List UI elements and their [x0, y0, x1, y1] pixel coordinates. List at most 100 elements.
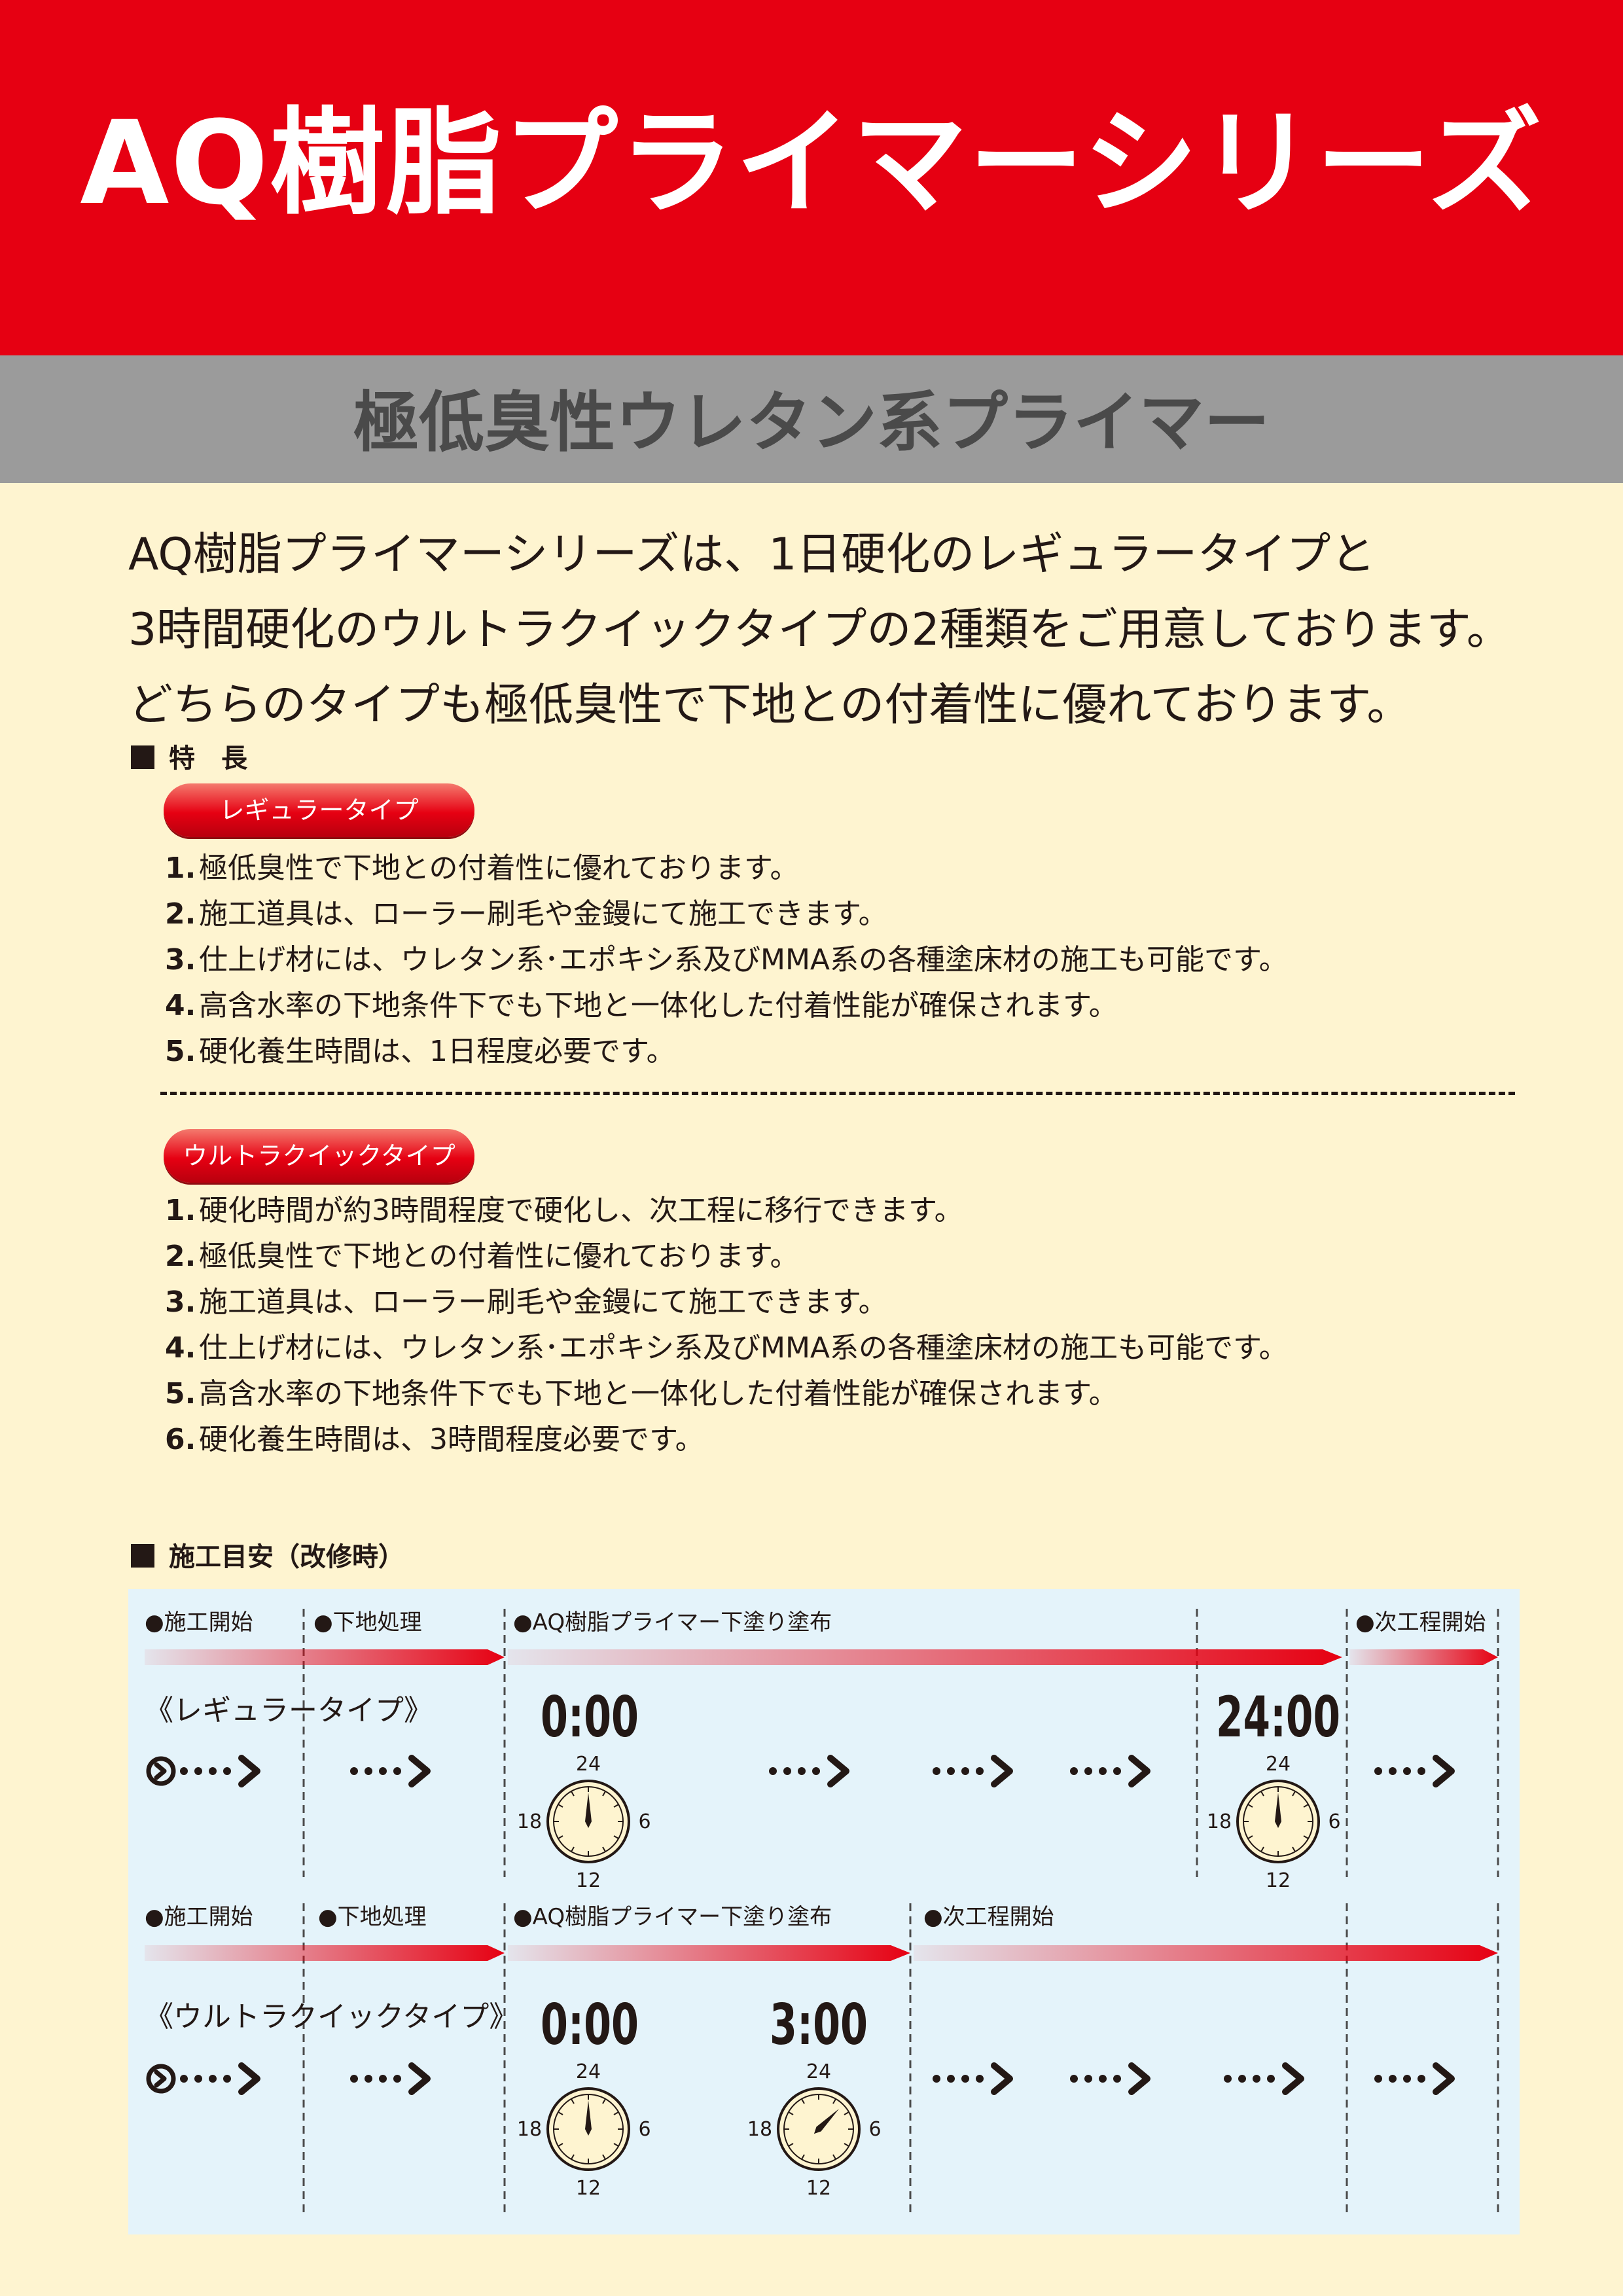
square-bullet-icon [131, 1544, 154, 1568]
item-number: 1. [165, 852, 196, 885]
stage-arrow-bar [508, 1649, 1342, 1665]
clock-label: 18 [747, 2118, 772, 2141]
dotted-arrow-icon [1070, 1758, 1147, 1784]
clock-icon: 24 6 12 18 [517, 2060, 651, 2200]
list-item: 4.高含水率の下地条件下でも下地と一体化した付着性能が確保されます。 [165, 983, 1288, 1029]
dotted-arrow-icon [933, 2066, 1010, 2092]
schedule-heading: 施工目安（改修時） [131, 1535, 404, 1573]
item-text: 硬化養生時間は、3時間程度必要です。 [199, 1423, 704, 1456]
features-heading-text: 特 長 [169, 744, 247, 774]
list-item: 3.仕上げ材には、ウレタン系･エポキシ系及びMMA系の各種塗床材の施工も可能です… [165, 937, 1288, 983]
stage-arrow-bar [508, 1945, 910, 1961]
list-item: 2.極低臭性で下地との付着性に優れております。 [165, 1234, 1288, 1280]
stage-arrow-bar [145, 1649, 505, 1665]
start-arrow-icon [149, 2066, 173, 2091]
item-number: 6. [165, 1423, 196, 1456]
dotted-arrow-icon [1224, 2066, 1301, 2092]
ultra-type-label: 《ウルトラクイックタイプ》 [145, 2000, 518, 2034]
regular-type-label: 《レギュラータイプ》 [145, 1694, 433, 1727]
list-item: 1.硬化時間が約3時間程度で硬化し、次工程に移行できます。 [165, 1188, 1288, 1234]
clock-icon: 24 6 12 18 [517, 1753, 651, 1892]
start-arrow-icon [149, 1759, 173, 1784]
schedule-heading-text: 施工目安（改修時） [169, 1542, 404, 1572]
item-number: 2. [165, 1240, 196, 1273]
title-banner: AQ樹脂プライマーシリーズ [0, 0, 1623, 355]
stage-start-label: ●施工開始 [145, 1609, 253, 1636]
stage-base-label: ●下地処理 [313, 1609, 422, 1636]
ultra-features-list: 1.硬化時間が約3時間程度で硬化し、次工程に移行できます。 2.極低臭性で下地と… [165, 1188, 1288, 1463]
item-number: 4. [165, 1331, 196, 1365]
stage-next-label: ●次工程開始 [1355, 1609, 1486, 1636]
clock-label: 12 [1266, 1869, 1291, 1892]
dotted-arrow-icon [1070, 2066, 1147, 2092]
list-item: 1.極低臭性で下地との付着性に優れております。 [165, 846, 1288, 891]
subtitle-banner: 極低臭性ウレタン系プライマー [0, 355, 1623, 483]
dotted-arrow-icon [1374, 2066, 1452, 2092]
list-item: 6.硬化養生時間は、3時間程度必要です。 [165, 1417, 1288, 1463]
list-item: 3.施工道具は、ローラー刷毛や金鏝にて施工できます。 [165, 1280, 1288, 1325]
clock-label: 24 [1266, 1753, 1291, 1776]
item-text: 極低臭性で下地との付着性に優れております。 [199, 852, 799, 885]
clock-label: 24 [576, 2060, 601, 2083]
regular-features-list: 1.極低臭性で下地との付着性に優れております。 2.施工道具は、ローラー刷毛や金… [165, 846, 1288, 1075]
regular-type-badge: レギュラータイプ [164, 783, 474, 837]
item-number: 3. [165, 943, 196, 977]
square-bullet-icon [131, 745, 154, 769]
intro-text: AQ樹脂プライマーシリーズは、1日硬化のレギュラータイプと 3時間硬化のウルトラ… [128, 517, 1568, 743]
time-end: 24:00 [1216, 1685, 1340, 1750]
item-text: 仕上げ材には、ウレタン系･エポキシ系及びMMA系の各種塗床材の施工も可能です。 [199, 1331, 1288, 1365]
dotted-arrow-icon [180, 2066, 257, 2092]
clock-label: 12 [576, 1869, 601, 1892]
intro-line: 3時間硬化のウルトラクイックタイプの2種類をご用意しております。 [128, 604, 1511, 656]
dotted-arrow-icon [350, 2066, 427, 2092]
stage-base-label: ●下地処理 [318, 1904, 427, 1930]
clock-label: 6 [868, 2118, 881, 2141]
stage-primer-label: ●AQ樹脂プライマー下塗り塗布 [513, 1609, 832, 1636]
clock-label: 12 [576, 2177, 601, 2200]
item-text: 施工道具は、ローラー刷毛や金鏝にて施工できます。 [199, 1285, 887, 1319]
item-number: 2. [165, 897, 196, 931]
clock-label: 24 [576, 1753, 601, 1776]
item-text: 高含水率の下地条件下でも下地と一体化した付着性能が確保されます。 [199, 1377, 1118, 1410]
clock-icon: 24 6 12 18 [1207, 1753, 1341, 1892]
item-number: 5. [165, 1035, 196, 1068]
item-number: 1. [165, 1194, 196, 1227]
dotted-arrow-icon [1374, 1758, 1452, 1784]
list-item: 2.施工道具は、ローラー刷毛や金鏝にて施工できます。 [165, 891, 1288, 937]
features-heading: 特 長 [131, 737, 247, 775]
time-end: 3:00 [770, 1992, 868, 2058]
item-text: 仕上げ材には、ウレタン系･エポキシ系及びMMA系の各種塗床材の施工も可能です。 [199, 943, 1288, 977]
intro-line: どちらのタイプも極低臭性で下地との付着性に優れております。 [128, 679, 1412, 731]
dotted-arrow-icon [180, 1758, 257, 1784]
clock-label: 6 [638, 1810, 651, 1833]
stage-start-label: ●施工開始 [145, 1904, 253, 1930]
clock-label: 18 [1207, 1810, 1232, 1833]
clock-label: 18 [517, 2118, 542, 2141]
item-text: 施工道具は、ローラー刷毛や金鏝にて施工できます。 [199, 897, 887, 931]
schedule-panel: ●施工開始 ●下地処理 ●AQ樹脂プライマー下塗り塗布 ●次工程開始 《レギュラ… [128, 1589, 1520, 2234]
list-item: 5.硬化養生時間は、1日程度必要です。 [165, 1029, 1288, 1075]
stage-arrow-bar [1349, 1649, 1498, 1665]
schedule-diagram: ●施工開始 ●下地処理 ●AQ樹脂プライマー下塗り塗布 ●次工程開始 《レギュラ… [145, 1609, 1499, 2217]
list-item: 4.仕上げ材には、ウレタン系･エポキシ系及びMMA系の各種塗床材の施工も可能です… [165, 1325, 1288, 1371]
item-number: 5. [165, 1377, 196, 1410]
clock-icon: 24 6 12 18 [747, 2060, 882, 2200]
time-start: 0:00 [541, 1992, 639, 2058]
dotted-arrow-icon [350, 1758, 427, 1784]
stage-next-label: ●次工程開始 [923, 1904, 1054, 1930]
page-subtitle: 極低臭性ウレタン系プライマー [353, 384, 1270, 461]
clock-label: 6 [638, 2118, 651, 2141]
clock-label: 12 [806, 2177, 831, 2200]
ultra-type-badge: ウルトラクイックタイプ [164, 1129, 474, 1183]
page-title: AQ樹脂プライマーシリーズ [80, 96, 1543, 230]
intro-line: AQ樹脂プライマーシリーズは、1日硬化のレギュラータイプと [128, 529, 1376, 581]
section-divider [160, 1092, 1515, 1095]
clock-label: 24 [806, 2060, 831, 2083]
time-start: 0:00 [541, 1685, 639, 1750]
item-text: 極低臭性で下地との付着性に優れております。 [199, 1240, 799, 1273]
item-text: 高含水率の下地条件下でも下地と一体化した付着性能が確保されます。 [199, 989, 1118, 1022]
stage-arrow-bar [145, 1945, 505, 1961]
dotted-arrow-icon [769, 1758, 846, 1784]
item-number: 4. [165, 989, 196, 1022]
dotted-arrow-icon [933, 1758, 1010, 1784]
